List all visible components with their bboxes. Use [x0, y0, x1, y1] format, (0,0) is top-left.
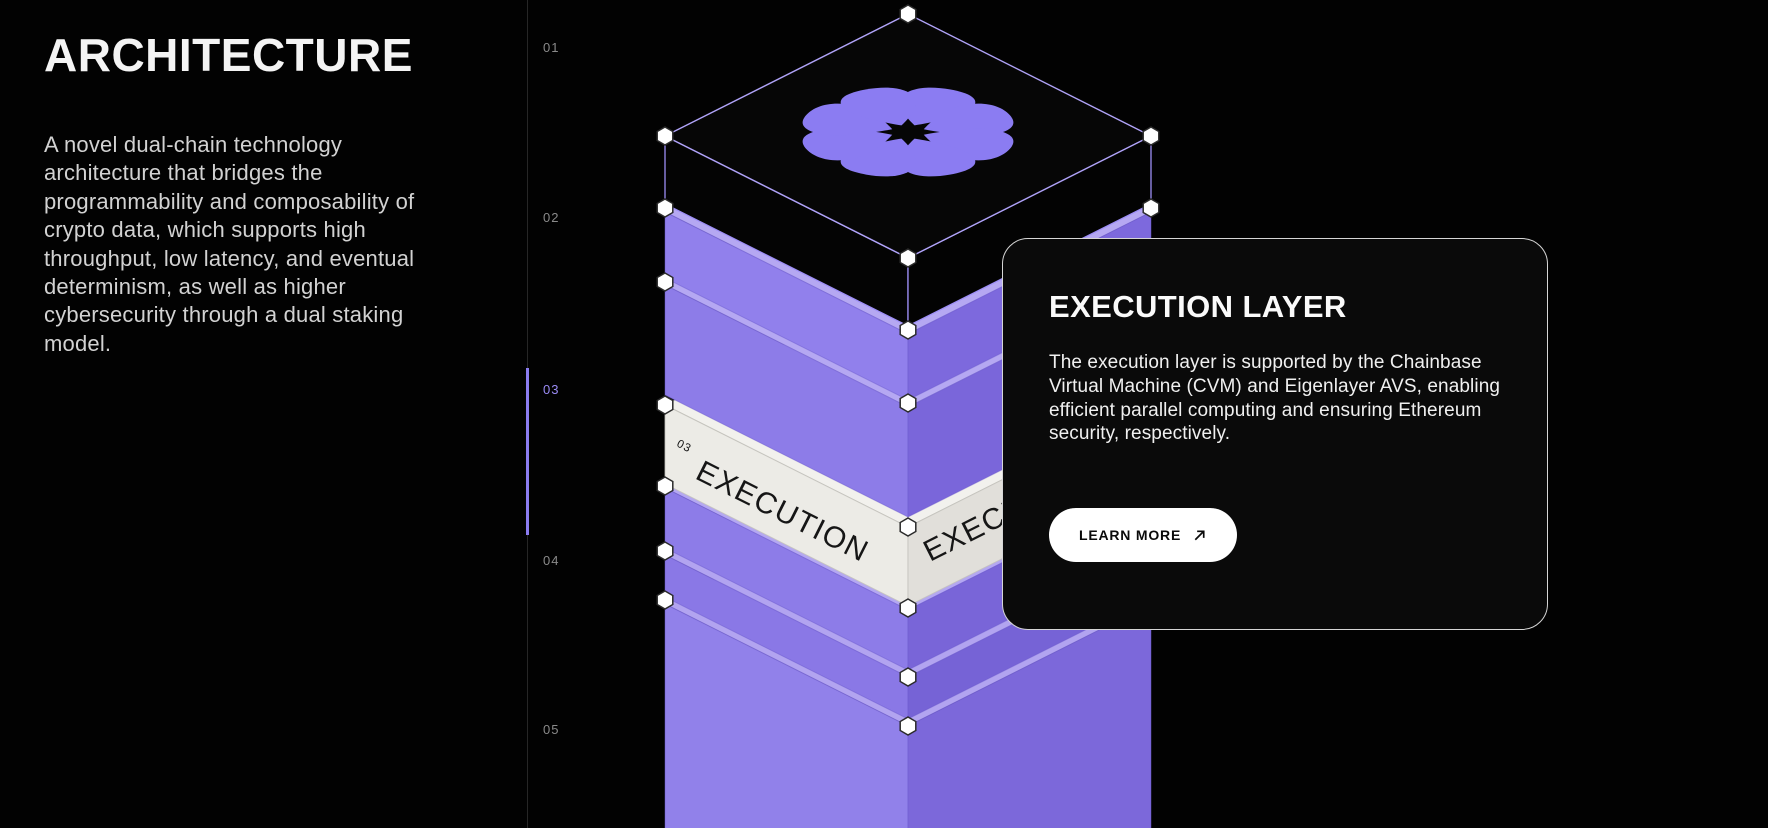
- timeline-step-02[interactable]: 02: [543, 210, 560, 225]
- page-title: ARCHITECTURE: [44, 29, 413, 81]
- timeline-active-indicator: [526, 368, 529, 535]
- learn-more-button[interactable]: LEARN MORE: [1049, 508, 1238, 563]
- card-description: The execution layer is supported by the …: [1049, 352, 1501, 445]
- learn-more-label: LEARN MORE: [1079, 527, 1182, 544]
- execution-layer-label-left: EXECUTION: [691, 455, 874, 569]
- section-description: A novel dual-chain technology architectu…: [44, 132, 415, 356]
- timeline-step-01[interactable]: 01: [543, 40, 560, 55]
- timeline-step-04[interactable]: 04: [543, 553, 560, 568]
- timeline-step-03[interactable]: 03: [543, 382, 560, 397]
- arrow-up-right-icon: [1194, 530, 1205, 541]
- execution-layer-number: 03: [675, 438, 694, 455]
- card-title: EXECUTION LAYER: [1049, 289, 1347, 324]
- execution-layer-card: EXECUTION LAYER The execution layer is s…: [1002, 238, 1548, 630]
- timeline-step-05[interactable]: 05: [543, 722, 560, 737]
- chainbase-logo-icon: [802, 87, 1014, 177]
